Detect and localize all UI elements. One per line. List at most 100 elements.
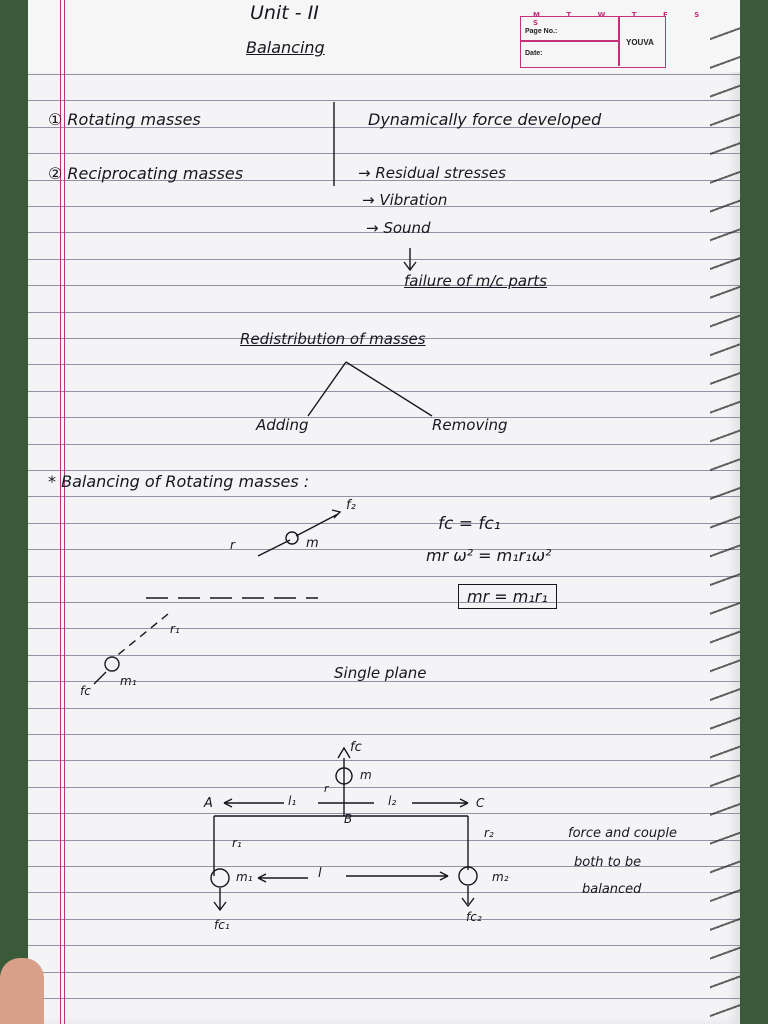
effects-heading: Dynamically force developed bbox=[368, 110, 602, 129]
rule-line bbox=[28, 364, 740, 365]
branch-lines bbox=[307, 361, 433, 417]
equation-1: fc = fc₁ bbox=[438, 514, 501, 534]
rule-line bbox=[28, 602, 740, 603]
sketch-layer bbox=[93, 102, 478, 912]
f2-label: f₂ bbox=[346, 498, 356, 513]
arrow-f2 bbox=[331, 509, 342, 519]
effect-item-1: → Residual stresses bbox=[358, 164, 506, 182]
rule-line bbox=[28, 444, 740, 445]
brand-logo: YOUVA bbox=[626, 38, 654, 47]
l1-label: l₁ bbox=[288, 794, 297, 808]
dim-l-left bbox=[257, 873, 308, 883]
arm-r1 bbox=[113, 613, 169, 659]
finger-in-frame bbox=[0, 958, 44, 1024]
type-item-2: ② Reciprocating masses bbox=[48, 164, 244, 183]
mass-m-top bbox=[335, 767, 353, 785]
rule-line bbox=[28, 760, 740, 761]
unit-heading: Unit - II bbox=[250, 2, 319, 24]
r1-label-2: r₁ bbox=[232, 836, 242, 850]
rule-line bbox=[28, 655, 740, 656]
section-title: * Balancing of Rotating masses : bbox=[48, 472, 310, 491]
fc1-arrow bbox=[213, 888, 227, 912]
r-top-label: r bbox=[324, 782, 329, 795]
rule-line bbox=[28, 496, 740, 497]
dim-l2 bbox=[318, 798, 469, 808]
notebook-page: M T W T F S S Page No.: Date: YOUVA Unit… bbox=[28, 0, 740, 1024]
rule-line bbox=[28, 127, 740, 128]
rule-line bbox=[28, 180, 740, 181]
fc2-label: fc₂ bbox=[466, 910, 482, 924]
m1-label-2: m₁ bbox=[236, 870, 253, 884]
effects-result: failure of m/c parts bbox=[404, 272, 547, 290]
page-info-box bbox=[520, 16, 666, 68]
type-item-1: ① Rotating masses bbox=[48, 110, 201, 129]
rule-line bbox=[28, 681, 740, 682]
equation-3-boxed: mr = m₁r₁ bbox=[458, 584, 557, 609]
arm-r bbox=[295, 513, 339, 537]
rule-line bbox=[28, 628, 740, 629]
rule-line bbox=[28, 813, 740, 814]
note-line-3: balanced bbox=[582, 882, 642, 897]
rule-line bbox=[28, 312, 740, 313]
single-plane-caption: Single plane bbox=[334, 664, 427, 682]
remedy-removing: Removing bbox=[432, 416, 508, 434]
l2-label: l₂ bbox=[388, 794, 397, 808]
rule-line bbox=[28, 708, 740, 709]
date-label: Date: bbox=[525, 50, 543, 57]
arm-r-mid bbox=[257, 539, 291, 557]
rule-line bbox=[28, 866, 740, 867]
rule-line bbox=[28, 100, 740, 101]
rule-line bbox=[28, 945, 740, 946]
fc-up-arrow bbox=[337, 746, 351, 759]
m2-label: m₂ bbox=[492, 870, 509, 884]
rule-line bbox=[28, 417, 740, 418]
equation-2: mr ω² = m₁r₁ω² bbox=[426, 546, 552, 565]
rule-line bbox=[28, 892, 740, 893]
fc-label: fc bbox=[80, 684, 91, 698]
point-c-label: C bbox=[476, 796, 485, 810]
page-header-area bbox=[28, 0, 740, 72]
m-top-label: m bbox=[360, 768, 372, 782]
page-edge-shadow bbox=[710, 20, 740, 1020]
box-divider bbox=[618, 16, 620, 66]
point-b-label: B bbox=[344, 812, 353, 826]
fc1-label: fc₁ bbox=[214, 918, 230, 932]
rule-line bbox=[28, 840, 740, 841]
down-arrow bbox=[403, 248, 417, 272]
mass-m bbox=[285, 531, 299, 545]
rule-line bbox=[28, 153, 740, 154]
mass-m1 bbox=[104, 656, 120, 672]
dim-l-right bbox=[346, 871, 449, 881]
dim-l1 bbox=[223, 798, 284, 808]
r1-label: r₁ bbox=[170, 622, 180, 636]
note-line-2: both to be bbox=[574, 855, 642, 870]
weekday-strip: M T W T F S S bbox=[533, 11, 712, 27]
fc-arrow bbox=[93, 671, 107, 685]
r2-label: r₂ bbox=[484, 826, 494, 840]
rule-line bbox=[28, 232, 740, 233]
remedy-title: Redistribution of masses bbox=[240, 330, 426, 348]
rule-line bbox=[28, 285, 740, 286]
fc-top-label: fc bbox=[350, 740, 362, 755]
rule-line bbox=[28, 206, 740, 207]
fc2-arrow bbox=[461, 886, 475, 908]
rule-line bbox=[28, 919, 740, 920]
rule-line bbox=[28, 787, 740, 788]
r-label: r bbox=[230, 538, 235, 552]
mass-m1-bottom bbox=[210, 868, 230, 888]
rule-line bbox=[28, 523, 740, 524]
note-line-1: force and couple bbox=[568, 826, 677, 841]
remedy-adding: Adding bbox=[256, 416, 309, 434]
rule-line bbox=[28, 391, 740, 392]
mass-m2-bottom bbox=[458, 866, 478, 886]
m-label: m bbox=[306, 536, 319, 551]
rule-line bbox=[28, 338, 740, 339]
l-label: l bbox=[318, 866, 322, 881]
rule-line bbox=[28, 998, 740, 999]
rule-line bbox=[28, 259, 740, 260]
rule-line bbox=[28, 470, 740, 471]
page-title: Balancing bbox=[246, 38, 325, 57]
m1-label: m₁ bbox=[120, 674, 137, 688]
margin-line bbox=[64, 0, 65, 1024]
effect-item-3: → Sound bbox=[366, 219, 431, 237]
